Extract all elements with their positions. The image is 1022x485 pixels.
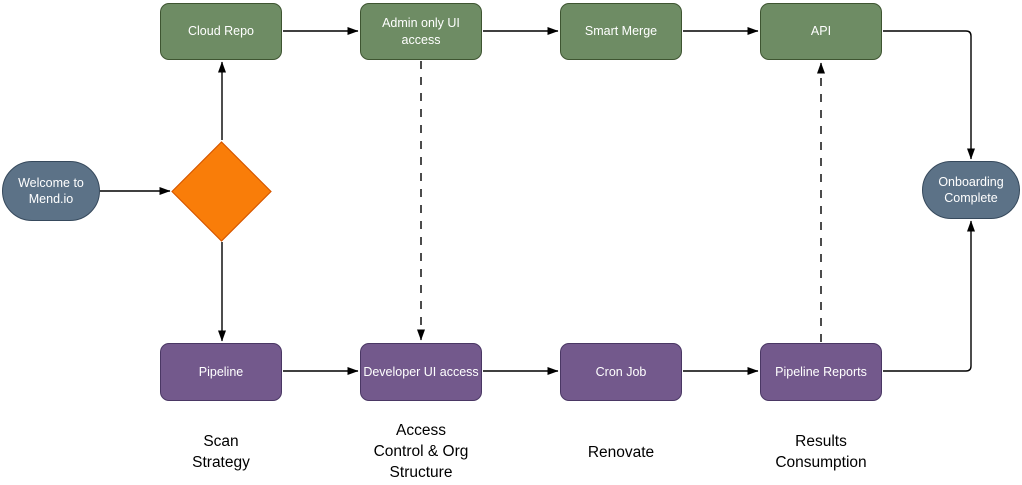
section-label-scan-strategy: Scan Strategy	[192, 433, 250, 471]
node-label: Onboarding Complete	[938, 174, 1004, 205]
node-label: API	[810, 24, 832, 39]
edge-api-to-onboarding-complete	[883, 30, 975, 160]
node-cloud-repo[interactable]: Cloud Repo	[160, 3, 282, 60]
node-onboarding-complete[interactable]: Onboarding Complete	[922, 161, 1020, 219]
node-label: Developer UI access	[363, 364, 479, 379]
section-label-renovate: Renovate	[587, 444, 655, 461]
node-label: Welcome to Mend.io	[18, 175, 84, 206]
node-label: Admin only UI access	[382, 16, 460, 47]
node-admin-only-ui-access[interactable]: Admin only UI access	[360, 3, 482, 60]
edge-pipeline-reports-to-onboarding-complete	[883, 220, 975, 372]
node-label: Cloud Repo	[187, 24, 254, 39]
section-label-access-control-org-structure: Access Control & Org Structure	[373, 422, 469, 481]
node-label: Cron Job	[595, 364, 647, 379]
node-smart-merge[interactable]: Smart Merge	[560, 3, 682, 60]
node-pipeline[interactable]: Pipeline	[160, 343, 282, 401]
node-developer-ui-access[interactable]: Developer UI access	[360, 343, 482, 401]
node-label: Pipeline	[198, 364, 244, 379]
node-label: Smart Merge	[584, 24, 658, 39]
node-label: Pipeline Reports	[775, 364, 867, 379]
node-welcome-to-mend-io[interactable]: Welcome to Mend.io	[2, 161, 100, 221]
section-label-results-consumption: Results Consumption	[775, 433, 867, 471]
node-cron-job[interactable]: Cron Job	[560, 343, 682, 401]
node-api[interactable]: API	[760, 3, 882, 60]
node-pipeline-reports[interactable]: Pipeline Reports	[760, 343, 882, 401]
